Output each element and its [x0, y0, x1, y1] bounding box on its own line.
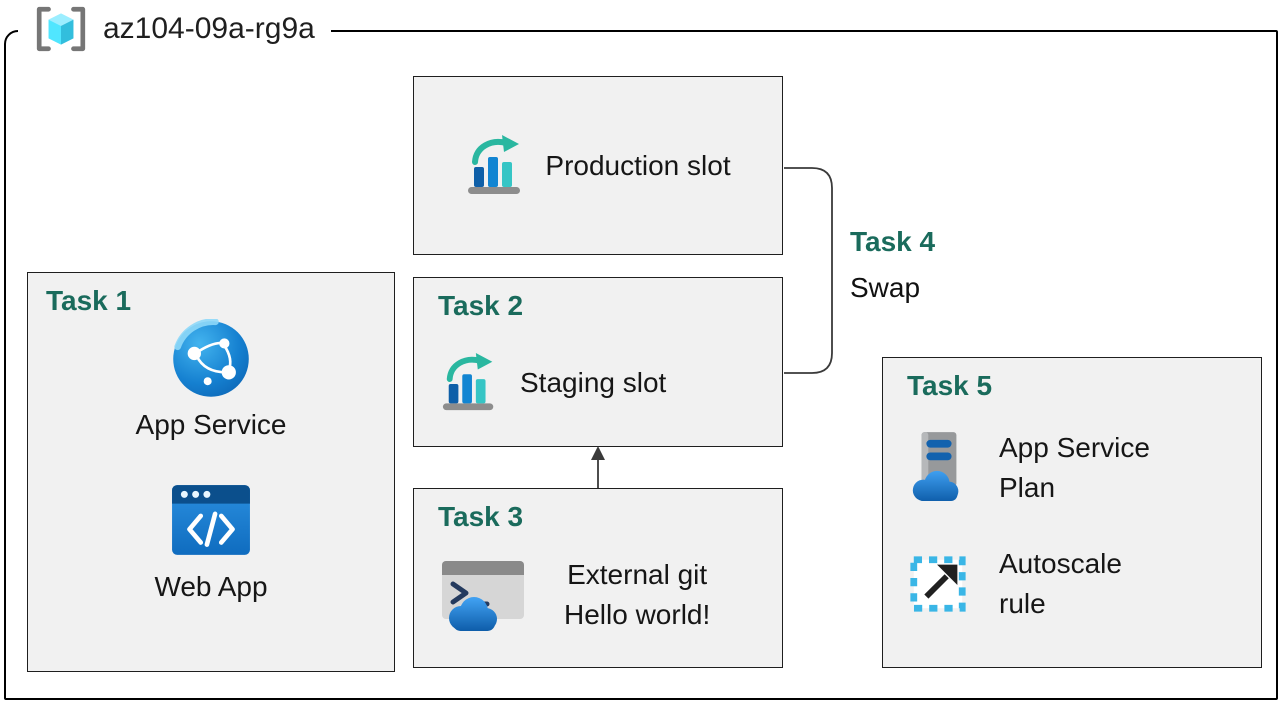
task2-content: Staging slot [440, 352, 666, 414]
task2-box: Task 2 Staging slot [413, 277, 783, 447]
production-slot-box: Production slot [413, 76, 783, 255]
task5-item-app-service-plan: App Service Plan [907, 428, 1150, 508]
task3-content: External git Hello world! [440, 555, 710, 635]
deployment-slot-icon [442, 352, 494, 411]
autoscale-rule-label-line1: Autoscale [999, 548, 1122, 579]
app-service-plan-label-line1: App Service [999, 432, 1150, 463]
app-service-label: App Service [135, 409, 287, 440]
autoscale-rule-label: Autoscale rule [999, 544, 1122, 624]
autoscale-rule-label-line2: rule [999, 588, 1046, 619]
app-service-plan-icon [912, 432, 959, 501]
resource-group-label: az104-09a-rg9a [103, 12, 315, 45]
task3-label: External git Hello world! [564, 555, 710, 635]
staging-slot-label: Staging slot [520, 367, 667, 398]
production-slot-content: Production slot [414, 77, 782, 254]
task3-label-line2: Hello world! [564, 599, 711, 630]
production-slot-label: Production slot [545, 149, 731, 181]
cloud-shell-icon [442, 561, 524, 631]
task3-title: Task 3 [438, 501, 524, 532]
resource-group-header: az104-09a-rg9a [18, 0, 331, 58]
task1-title: Task 1 [46, 285, 132, 316]
task5-title: Task 5 [907, 370, 993, 401]
app-service-icon [173, 319, 249, 397]
task4-swap-label: Swap [850, 272, 921, 303]
task2-title: Task 2 [438, 290, 524, 321]
resource-group-icon [36, 6, 86, 52]
web-app-label: Web App [154, 571, 268, 602]
app-service-plan-label-line2: Plan [999, 472, 1056, 503]
task4-block: Task 4 Swap [850, 226, 935, 304]
task3-box: Task 3 [413, 488, 783, 668]
deployment-slot-icon [468, 134, 521, 194]
web-app-icon [172, 485, 250, 555]
task3-label-line1: External git [567, 559, 708, 590]
app-service-plan-label: App Service Plan [999, 428, 1150, 508]
task4-title: Task 4 [850, 226, 936, 257]
autoscale-rule-icon [910, 556, 966, 612]
task1-content: App Service Web App [28, 319, 394, 603]
task5-item-autoscale: Autoscale rule [907, 544, 1122, 624]
task5-box: Task 5 [882, 357, 1262, 668]
task1-box: Task 1 App Serv [27, 272, 395, 672]
resource-group-boundary [4, 30, 1278, 700]
